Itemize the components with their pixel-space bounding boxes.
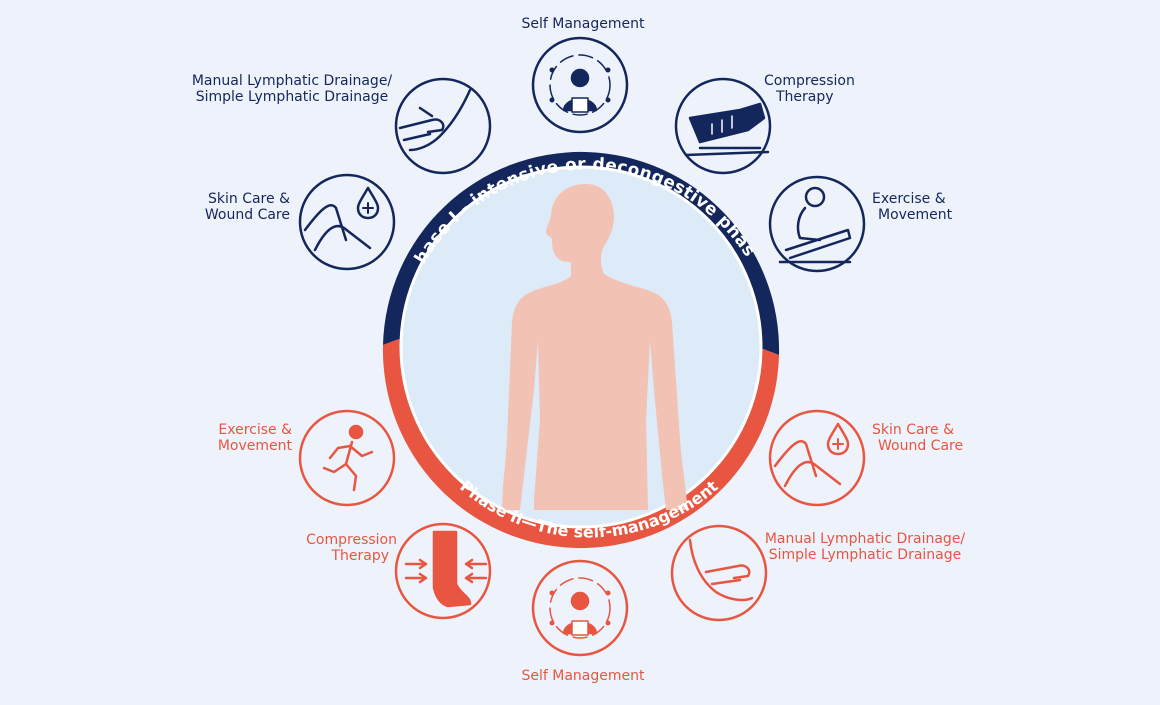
ring-inner-edge [399,165,763,529]
phase1-label-skin-care: Skin Care & Wound Care [204,191,290,223]
phase1-label-exercise-movement: Exercise & Movement [872,191,953,223]
phase1-label-self-management: Self Management [521,16,645,32]
phase1-label-lymphatic-drainage: Manual Lymphatic Drainage/ Simple Lympha… [191,73,393,105]
phase2-label-lymphatic-drainage: Manual Lymphatic Drainage/ Simple Lympha… [764,531,966,563]
human-silhouette [502,184,688,510]
lymphatic-drainage-icon [670,524,768,622]
phase2-label-exercise-movement: Exercise & Movement [217,422,292,454]
skin-care-icon [298,173,396,271]
compression-stocking-icon [394,522,492,620]
exercise-stretch-icon [768,175,866,273]
skin-care-icon [768,409,866,507]
phase2-label-compression-therapy: Compression Therapy [306,532,397,564]
phase2-label-skin-care: Skin Care & Wound Care [872,422,964,454]
phase2-label-self-management: Self Management [521,668,645,684]
self-management-icon [531,559,629,657]
self-management-icon [531,36,629,134]
compression-bandage-icon [674,77,772,175]
lymphatic-drainage-icon [394,77,492,175]
phase1-label-compression-therapy: Compression Therapy [764,73,855,105]
running-person-icon [298,409,396,507]
